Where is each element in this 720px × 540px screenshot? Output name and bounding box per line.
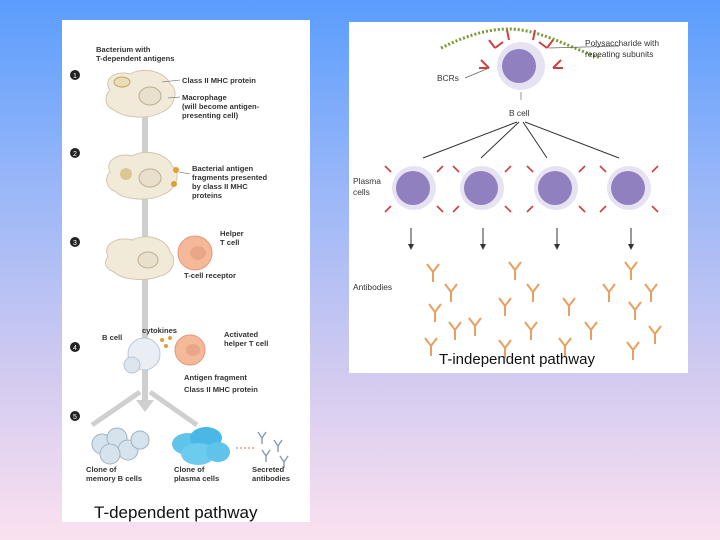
secretion-arrowheads bbox=[408, 244, 634, 250]
macrophage-label-1: Macrophage bbox=[182, 93, 227, 102]
macrophage-label-3: presenting cell) bbox=[182, 111, 239, 120]
t-independent-panel: Polysaccharide with repeating subunits B… bbox=[349, 22, 688, 373]
fragments-label-1: Bacterial antigen bbox=[192, 164, 254, 173]
t-dependent-title: T-dependent pathway bbox=[94, 503, 258, 522]
plasma-label-1: Clone of bbox=[174, 465, 205, 474]
macrophage-cell bbox=[105, 69, 176, 118]
bcrs-label: BCRs bbox=[437, 73, 459, 83]
plasma-label-1: Plasma bbox=[353, 176, 381, 186]
bacterium-label-2: T-dependent antigens bbox=[96, 54, 174, 63]
polysaccharide-label-1: Polysaccharide with bbox=[585, 38, 659, 48]
plasma-cell-3 bbox=[534, 166, 578, 210]
svg-text:2: 2 bbox=[73, 151, 77, 158]
helper-t-cell-interaction bbox=[105, 235, 213, 280]
antigen-presenting-cell bbox=[106, 151, 179, 200]
secreted-label-1: Secreted bbox=[252, 465, 284, 474]
step-5-marker: 5 bbox=[70, 411, 80, 421]
bacterium-label-1: Bacterium with bbox=[96, 45, 151, 54]
tcr-label: T-cell receptor bbox=[184, 271, 236, 280]
plasma-cell-1 bbox=[392, 166, 436, 210]
t-dependent-panel: 1 2 3 4 5 Bacterium with T-dependent ant… bbox=[62, 20, 310, 522]
svg-text:5: 5 bbox=[73, 414, 77, 421]
step-1-marker: 1 bbox=[70, 70, 80, 80]
step-2-marker: 2 bbox=[70, 148, 80, 158]
svg-text:3: 3 bbox=[73, 240, 77, 247]
antibodies-label: Antibodies bbox=[353, 282, 392, 292]
memory-label-2: memory B cells bbox=[86, 474, 142, 483]
b-cell-activation bbox=[123, 334, 206, 374]
step-4-marker: 4 bbox=[70, 342, 80, 352]
fragments-label-2: fragments presented bbox=[192, 173, 267, 182]
antigen-fragment-label: Antigen fragment bbox=[184, 373, 247, 382]
memory-label-1: Clone of bbox=[86, 465, 117, 474]
step-3-marker: 3 bbox=[70, 237, 80, 247]
svg-text:4: 4 bbox=[73, 345, 77, 352]
fragments-label-3: by class II MHC bbox=[192, 182, 248, 191]
t-independent-diagram: Polysaccharide with repeating subunits B… bbox=[353, 27, 662, 368]
bcell-top-label: B cell bbox=[509, 108, 530, 118]
helper-label-1: Helper bbox=[220, 229, 244, 238]
fragments-label-4: proteins bbox=[192, 191, 222, 200]
plasma-label-2: plasma cells bbox=[174, 474, 219, 483]
class2-mhc-label: Class II MHC protein bbox=[182, 76, 256, 85]
polysaccharide-label-2: repeating subunits bbox=[585, 49, 653, 59]
bcell-label: B cell bbox=[102, 333, 122, 342]
memory-b-cell-clone bbox=[91, 427, 150, 465]
svg-text:1: 1 bbox=[73, 73, 77, 80]
activated-label-1: Activated bbox=[224, 330, 259, 339]
b-cell-top bbox=[479, 29, 563, 90]
macrophage-label-2: (will become antigen- bbox=[182, 102, 260, 111]
differentiation-arrows bbox=[422, 121, 620, 159]
helper-label-2: T cell bbox=[220, 238, 239, 247]
plasma-cell-2 bbox=[460, 166, 504, 210]
class2-mhc-label-2: Class II MHC protein bbox=[184, 385, 258, 394]
secreted-antibodies bbox=[257, 431, 289, 468]
secreted-label-2: antibodies bbox=[252, 474, 290, 483]
plasma-cell-clone bbox=[172, 427, 230, 465]
plasma-cell-4 bbox=[607, 166, 651, 210]
secretion-arrows bbox=[410, 228, 632, 246]
cytokines-label: cytokines bbox=[142, 326, 177, 335]
antibody-cluster bbox=[424, 261, 662, 360]
t-independent-title: T-independent pathway bbox=[439, 351, 595, 368]
activated-label-2: helper T cell bbox=[224, 339, 268, 348]
plasma-cell-receptors bbox=[384, 165, 659, 213]
plasma-label-2: cells bbox=[353, 187, 370, 197]
t-dependent-diagram: 1 2 3 4 5 Bacterium with T-dependent ant… bbox=[70, 45, 290, 522]
